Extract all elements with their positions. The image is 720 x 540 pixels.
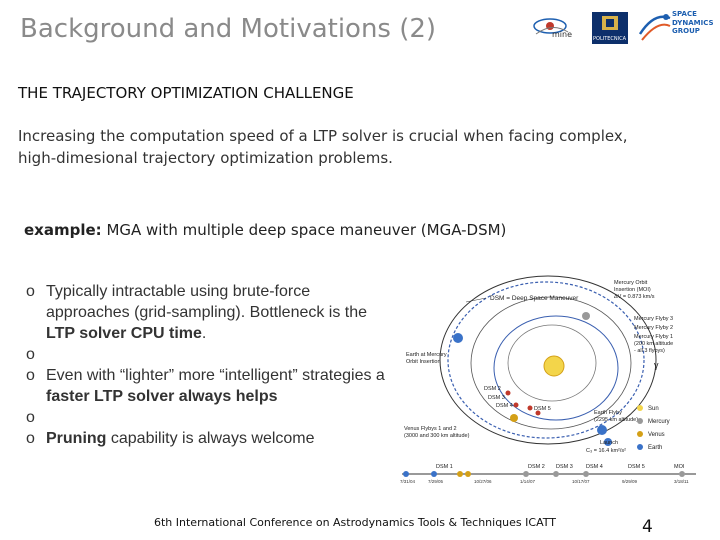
orbit-swoosh-icon	[638, 14, 671, 41]
footer-text: 6th International Conference on Astrodyn…	[154, 516, 556, 529]
sun-icon	[543, 355, 565, 377]
bullet-item-empty: o	[26, 344, 386, 365]
timeline-label: DSM 5	[628, 464, 645, 470]
bullet-marker: o	[26, 346, 35, 363]
earth-flyby-planet-icon	[597, 425, 607, 435]
bullet-marker: o	[26, 367, 35, 384]
bullet-item-empty: o	[26, 407, 386, 428]
timeline-marker	[431, 471, 437, 477]
bullet-text: Typically intractable using brute-force …	[46, 283, 368, 321]
timeline-date: 10/27/06	[474, 479, 492, 484]
mine-emblem-icon	[533, 18, 569, 35]
bullet-text: .	[201, 325, 207, 342]
dsm-legend-label: DSM = Deep Space Maneuver	[490, 295, 579, 302]
timeline-date: 10/17/07	[572, 479, 590, 484]
bullet-bold-text: Pruning	[46, 430, 107, 447]
polytechnic-logo: POLITECNICA	[592, 12, 628, 44]
timeline-date: 9/29/09	[622, 479, 638, 484]
venus-legend-icon	[637, 431, 643, 437]
timeline-marker	[679, 471, 685, 477]
group-logo-text: SPACE DYNAMICS GROUP	[672, 10, 714, 35]
example-text: MGA with multiple deep space maneuver (M…	[106, 221, 507, 239]
crest-icon	[602, 16, 618, 30]
bullet-marker: o	[26, 409, 35, 426]
bullet-bold-text: faster LTP solver always helps	[46, 388, 278, 405]
section-heading: THE TRAJECTORY OPTIMIZATION CHALLENGE	[18, 84, 354, 102]
bullet-item: o Even with “lighter” more “intelligent”…	[26, 365, 386, 407]
slide-title: Background and Motivations (2)	[20, 14, 437, 44]
venus-orbit	[470, 296, 632, 430]
gamma-label: γ	[654, 360, 659, 370]
bullet-item: o Typically intractable using brute-forc…	[26, 281, 386, 344]
timeline-marker	[403, 471, 409, 477]
example-line: example: MGA with multiple deep space ma…	[24, 221, 506, 239]
dsm-label: DSM 5	[534, 406, 551, 412]
earth-orbit	[439, 275, 657, 445]
bullet-marker: o	[26, 283, 35, 300]
example-label: example:	[24, 221, 102, 239]
venus-flybys-label: Venus Flybys 1 and 2(3000 and 300 km alt…	[404, 426, 470, 439]
bullet-bold-text: LTP solver CPU time	[46, 325, 202, 342]
timeline-date: 7/29/05	[428, 479, 444, 484]
dsm-point	[527, 405, 533, 411]
timeline-label: DSM 4	[586, 464, 603, 470]
spacecraft-trajectory	[447, 281, 645, 439]
timeline-marker	[553, 471, 559, 477]
timeline-label: DSM 2	[528, 464, 545, 470]
timeline-marker	[457, 471, 463, 477]
legend-label: Venus	[648, 432, 665, 438]
space-dynamics-group-logo: SPACE DYNAMICS GROUP	[638, 10, 716, 44]
timeline-label: DSM 1	[436, 464, 453, 470]
timeline-date: 3/18/11	[674, 479, 689, 484]
timeline-date: 1/14/07	[520, 479, 536, 484]
timeline-marker	[583, 471, 589, 477]
bullet-text: capability is always welcome	[106, 430, 315, 447]
sun-legend-icon	[637, 405, 643, 411]
dsm-point	[535, 410, 541, 416]
legend-label: Sun	[648, 406, 659, 412]
dsm-label: DSM 2	[484, 386, 501, 392]
bullet-marker: o	[26, 430, 35, 447]
earth-planet-icon	[453, 333, 463, 343]
logos: mine POLITECNICA SPACE DYNAMICS GROUP	[530, 6, 716, 46]
mercury-planet-icon	[582, 312, 590, 320]
intro-paragraph: Increasing the computation speed of a LT…	[18, 127, 628, 167]
dsm-point	[505, 390, 511, 396]
mine-logo: mine	[530, 14, 580, 44]
mercury-legend-icon	[637, 418, 643, 424]
bullet-item: o Pruning capability is always welcome	[26, 428, 386, 449]
earth-legend-icon	[637, 444, 643, 450]
timeline-label: DSM 3	[556, 464, 573, 470]
earth-flyby-label: Earth Flyby(2295 km altitude)	[594, 410, 638, 423]
mercury-orbit	[507, 324, 597, 402]
timeline-marker	[523, 471, 529, 477]
dsm-point	[513, 402, 519, 408]
dsm-label: DSM 3	[488, 395, 505, 401]
mine-logo-text: mine	[552, 30, 573, 39]
legend-label: Earth	[648, 445, 662, 451]
polytechnic-logo-text: POLITECNICA	[593, 36, 627, 42]
legend-label: Mercury	[648, 419, 670, 425]
launch-earth-icon	[604, 438, 612, 446]
bullet-text: Even with “lighter” more “intelligent” s…	[46, 367, 385, 384]
page-number: 4	[642, 517, 653, 537]
bullet-list: o Typically intractable using brute-forc…	[26, 281, 386, 449]
spacecraft-trajectory-inner	[493, 315, 619, 421]
timeline-date: 7/31/04	[400, 479, 416, 484]
timeline-label: MOI	[674, 464, 685, 470]
venus-planet-icon	[510, 414, 518, 422]
dsm-label: DSM 4	[496, 403, 513, 409]
timeline-marker	[465, 471, 471, 477]
